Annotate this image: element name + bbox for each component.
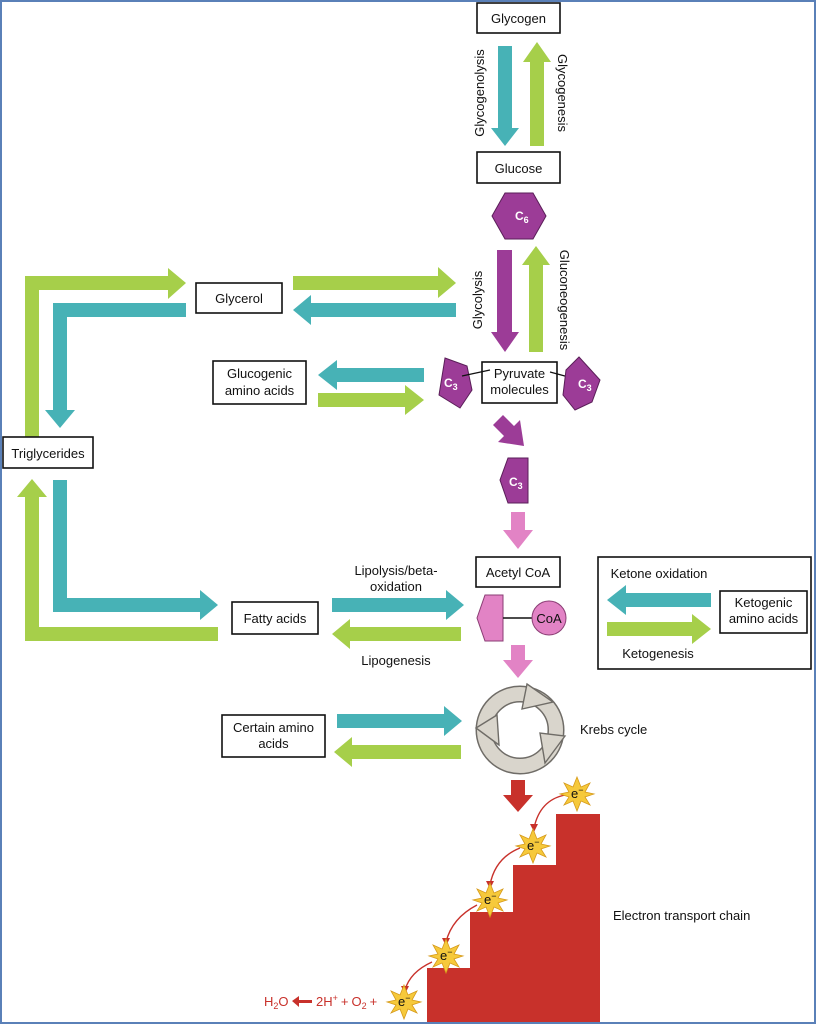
ketone-oxidation-label: Ketone oxidation <box>611 566 708 581</box>
pyruvate-box <box>481 361 558 404</box>
certain-amino-label-2: acids <box>258 736 289 751</box>
pyruvate-to-c3-arrow <box>493 415 524 446</box>
pyruvate-to-glucogenic-arrow <box>318 360 424 390</box>
c3-center-pentagon <box>499 457 529 504</box>
ketogenesis-label: Ketogenesis <box>622 646 694 661</box>
krebs-to-amino-arrow <box>334 737 461 767</box>
ketogenic-label-1: Ketogenic <box>735 595 793 610</box>
svg-text:e−: e− <box>440 947 453 963</box>
fattyacid-to-triglyceride-arrow <box>17 479 218 641</box>
reactants-label: 2H++O2+ <box>316 993 377 1011</box>
c3-right-pentagon <box>562 356 601 411</box>
svg-text:e−: e− <box>571 785 584 801</box>
glucose-box <box>476 151 561 184</box>
gluconeogenesis-arrow <box>522 246 550 352</box>
etc-staircase <box>427 814 600 1022</box>
glycerol-box <box>195 282 283 314</box>
fatty-acids-label: Fatty acids <box>244 611 307 626</box>
c3-left-pentagon <box>438 357 473 409</box>
glycolysis-label: Glycolysis <box>470 270 485 329</box>
c6-label: C6 <box>515 209 529 225</box>
fattyacid-to-acetylcoa-arrow <box>332 590 464 620</box>
triglyceride-to-fattyacid-arrow <box>53 480 218 620</box>
glucogenic-box <box>212 360 307 405</box>
c6-hexagon <box>491 192 547 240</box>
acetyl-coa-label: Acetyl CoA <box>486 565 551 580</box>
c3-to-acetylcoa-arrow <box>503 512 533 549</box>
ketogenic-box <box>719 590 808 634</box>
glycerol-to-triglyceride-arrow <box>45 303 186 428</box>
svg-text:e−: e− <box>484 891 497 907</box>
fatty-acids-box <box>231 601 319 635</box>
pyruvate-connector-left <box>461 369 491 377</box>
pyruvate-label-2: molecules <box>490 382 549 397</box>
equation-arrow <box>292 996 312 1007</box>
krebs-cycle-icon <box>474 682 567 775</box>
c3-right-label: C3 <box>578 377 592 393</box>
glycogenesis-label: Glycogenesis <box>555 54 570 133</box>
glycogen-box <box>476 2 561 34</box>
acetyl-coa-box <box>475 556 561 588</box>
glucose-label: Glucose <box>495 161 543 176</box>
lipogenesis-label: Lipogenesis <box>361 653 431 668</box>
etc-label: Electron transport chain <box>613 908 750 923</box>
svg-text:e−: e− <box>398 993 411 1009</box>
lipolysis-label-2: oxidation <box>370 579 422 594</box>
c3-center-label: C3 <box>509 475 523 491</box>
krebs-to-etc-arrow <box>503 780 533 812</box>
acetyl-group-shape <box>476 594 504 642</box>
c3-left-label: C3 <box>444 376 458 392</box>
ketogenic-label-2: amino acids <box>729 611 799 626</box>
triglyceride-to-glycerol-arrow <box>25 268 186 437</box>
coa-circle <box>531 600 567 636</box>
water-label: H2O <box>264 994 289 1011</box>
glycerol-to-pyruvate-arrow <box>293 267 456 298</box>
glucogenic-label-1: Glucogenic <box>227 366 293 381</box>
acetylcoa-to-krebs-arrow <box>503 645 533 678</box>
ketogenesis-arrow <box>607 614 711 644</box>
svg-text:e−: e− <box>527 837 540 853</box>
glycerol-label: Glycerol <box>215 291 263 306</box>
glycogenesis-arrow <box>523 42 551 146</box>
triglycerides-box <box>2 436 94 469</box>
certain-amino-label-1: Certain amino <box>233 720 314 735</box>
certain-amino-box <box>221 714 326 758</box>
glycogenolysis-label: Glycogenolysis <box>472 49 487 137</box>
lipolysis-label-1: Lipolysis/beta- <box>354 563 437 578</box>
triglycerides-label: Triglycerides <box>11 446 85 461</box>
electron-icons: e− e− e− e− e− <box>385 775 596 1021</box>
ketone-oxidation-arrow <box>607 585 711 615</box>
acetylcoa-to-fattyacid-arrow <box>332 619 461 649</box>
glycogen-label: Glycogen <box>491 11 546 26</box>
gluconeogenesis-label: Gluconeogenesis <box>557 250 572 351</box>
pyruvate-label-1: Pyruvate <box>494 366 545 381</box>
amino-to-krebs-arrow <box>337 706 462 736</box>
glucogenic-to-pyruvate-arrow <box>318 385 424 415</box>
krebs-cycle-label: Krebs cycle <box>580 722 647 737</box>
pyruvate-to-glycerol-arrow <box>293 295 456 325</box>
glycolysis-arrow <box>491 250 519 352</box>
glycogenolysis-arrow <box>491 46 519 146</box>
glucogenic-label-2: amino acids <box>225 383 295 398</box>
coa-label: CoA <box>536 611 562 626</box>
